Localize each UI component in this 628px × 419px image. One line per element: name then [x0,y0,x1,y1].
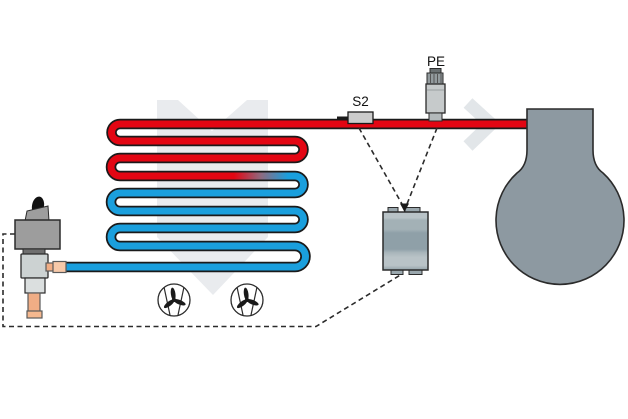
fan-propeller-icon [163,287,186,309]
s2-label: S2 [352,94,369,109]
signal-wiring [2,127,438,328]
copper-coupling [52,260,67,274]
valve-coil-body [14,219,61,250]
cold-liquid-line [63,172,309,271]
copper-inlet-pipe [27,292,41,314]
valve-body [20,253,49,279]
expansion-valve [14,196,67,319]
accumulator-vessel [495,108,625,286]
pe-transmitter-body [425,83,446,114]
valve-neck [22,248,46,255]
s2-signal-wire [358,127,403,205]
fan-left [157,283,191,317]
valve-control-wire [2,233,403,328]
fan-mount-line [163,286,171,316]
copper-pipe-end [26,310,43,319]
fan-propeller-icon [236,287,259,309]
s2-connector-pin [337,116,348,120]
temperature-sensor-s2 [337,111,374,125]
valve-body-lower [24,277,46,294]
pe-label: PE [427,54,445,69]
s2-sensor-body [347,111,374,125]
signal-arrowhead-icon [400,203,409,212]
pe-signal-wire [406,127,438,205]
valve-coil-top [24,205,50,222]
fan-mount-line [236,286,244,316]
pressure-transmitter-pe [425,68,446,122]
pe-connection-nut [428,112,443,122]
controller-housing [382,211,429,271]
controller-unit [382,207,429,275]
hot-gas-line [107,120,530,180]
fan-right [230,283,264,317]
